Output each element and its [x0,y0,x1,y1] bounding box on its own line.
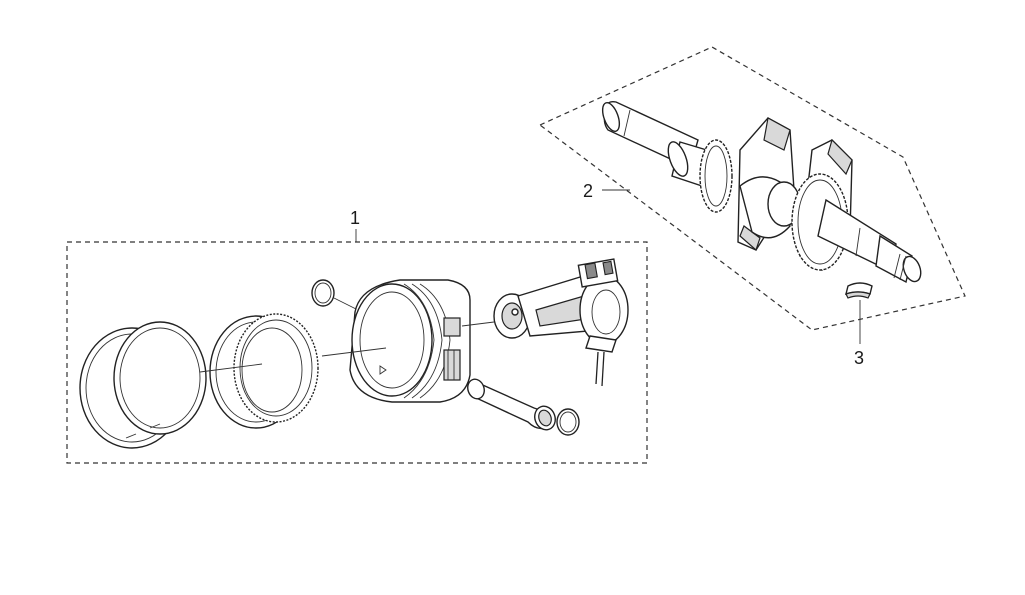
rod-leader-line [461,321,495,327]
crankshaft[interactable] [599,100,924,284]
callout-3-label[interactable]: 3 [854,348,864,368]
callout-1-label[interactable]: 1 [350,208,360,228]
ring-leader-line [199,363,263,373]
crankshaft-group-frame [538,46,966,331]
oil-ring-assembly[interactable] [209,313,319,429]
piston-pin-circlip-bottom[interactable] [556,408,580,436]
callout-2-label[interactable]: 2 [583,181,593,201]
piston-ring-set[interactable] [79,321,207,449]
piston-leader-line [321,347,387,357]
piston-pin[interactable] [465,377,558,433]
piston[interactable] [349,279,471,403]
piston-kit-group-frame [66,241,648,464]
circlip-leader-line [333,297,359,311]
connecting-rod[interactable] [493,258,629,387]
woodruff-key[interactable] [845,282,873,299]
piston-pin-circlip-top[interactable] [311,279,335,307]
